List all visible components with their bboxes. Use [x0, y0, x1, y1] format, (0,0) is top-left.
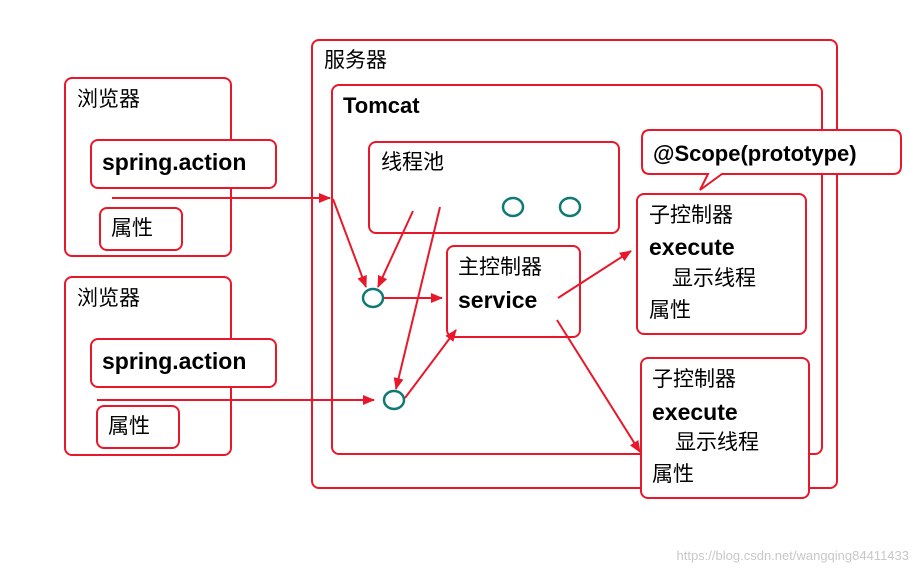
browser-2-request-label: spring.action — [102, 348, 247, 374]
sub-controller-2-line3: 显示线程 — [675, 430, 759, 454]
sub-controller-1-box — [636, 193, 807, 335]
sub-controller-1-line3: 显示线程 — [672, 266, 756, 290]
browser-1-request-box — [90, 139, 277, 189]
browser-1-attr-label: 属性 — [111, 216, 153, 240]
browser-2-attr-label: 属性 — [108, 414, 150, 438]
browser-1-attr-box — [99, 207, 183, 251]
scope-callout-text: @Scope(prototype) — [653, 141, 857, 166]
browser-1-title: 浏览器 — [77, 87, 140, 111]
sub-controller-1-line2: execute — [649, 234, 735, 260]
tomcat-title: Tomcat — [343, 93, 420, 118]
thread-pool-title: 线程池 — [381, 150, 444, 174]
sub-controller-1-line4: 属性 — [649, 298, 691, 322]
main-controller-line1: 主控制器 — [458, 255, 542, 279]
watermark: https://blog.csdn.net/wangqing84411433 — [676, 548, 910, 563]
browser-2-attr-box — [96, 405, 180, 449]
sub-controller-2-line4: 属性 — [652, 462, 694, 486]
sub-controller-2-line2: execute — [652, 399, 738, 425]
sub-controller-1-line1: 子控制器 — [649, 203, 733, 227]
main-controller-line2: service — [458, 287, 538, 313]
browser-2-title: 浏览器 — [77, 286, 140, 310]
server-title: 服务器 — [324, 48, 387, 72]
browser-1-request-label: spring.action — [102, 149, 247, 175]
browser-2-request-box — [90, 338, 277, 388]
sub-controller-2-line1: 子控制器 — [652, 367, 736, 391]
sub-controller-2-box — [640, 357, 810, 499]
